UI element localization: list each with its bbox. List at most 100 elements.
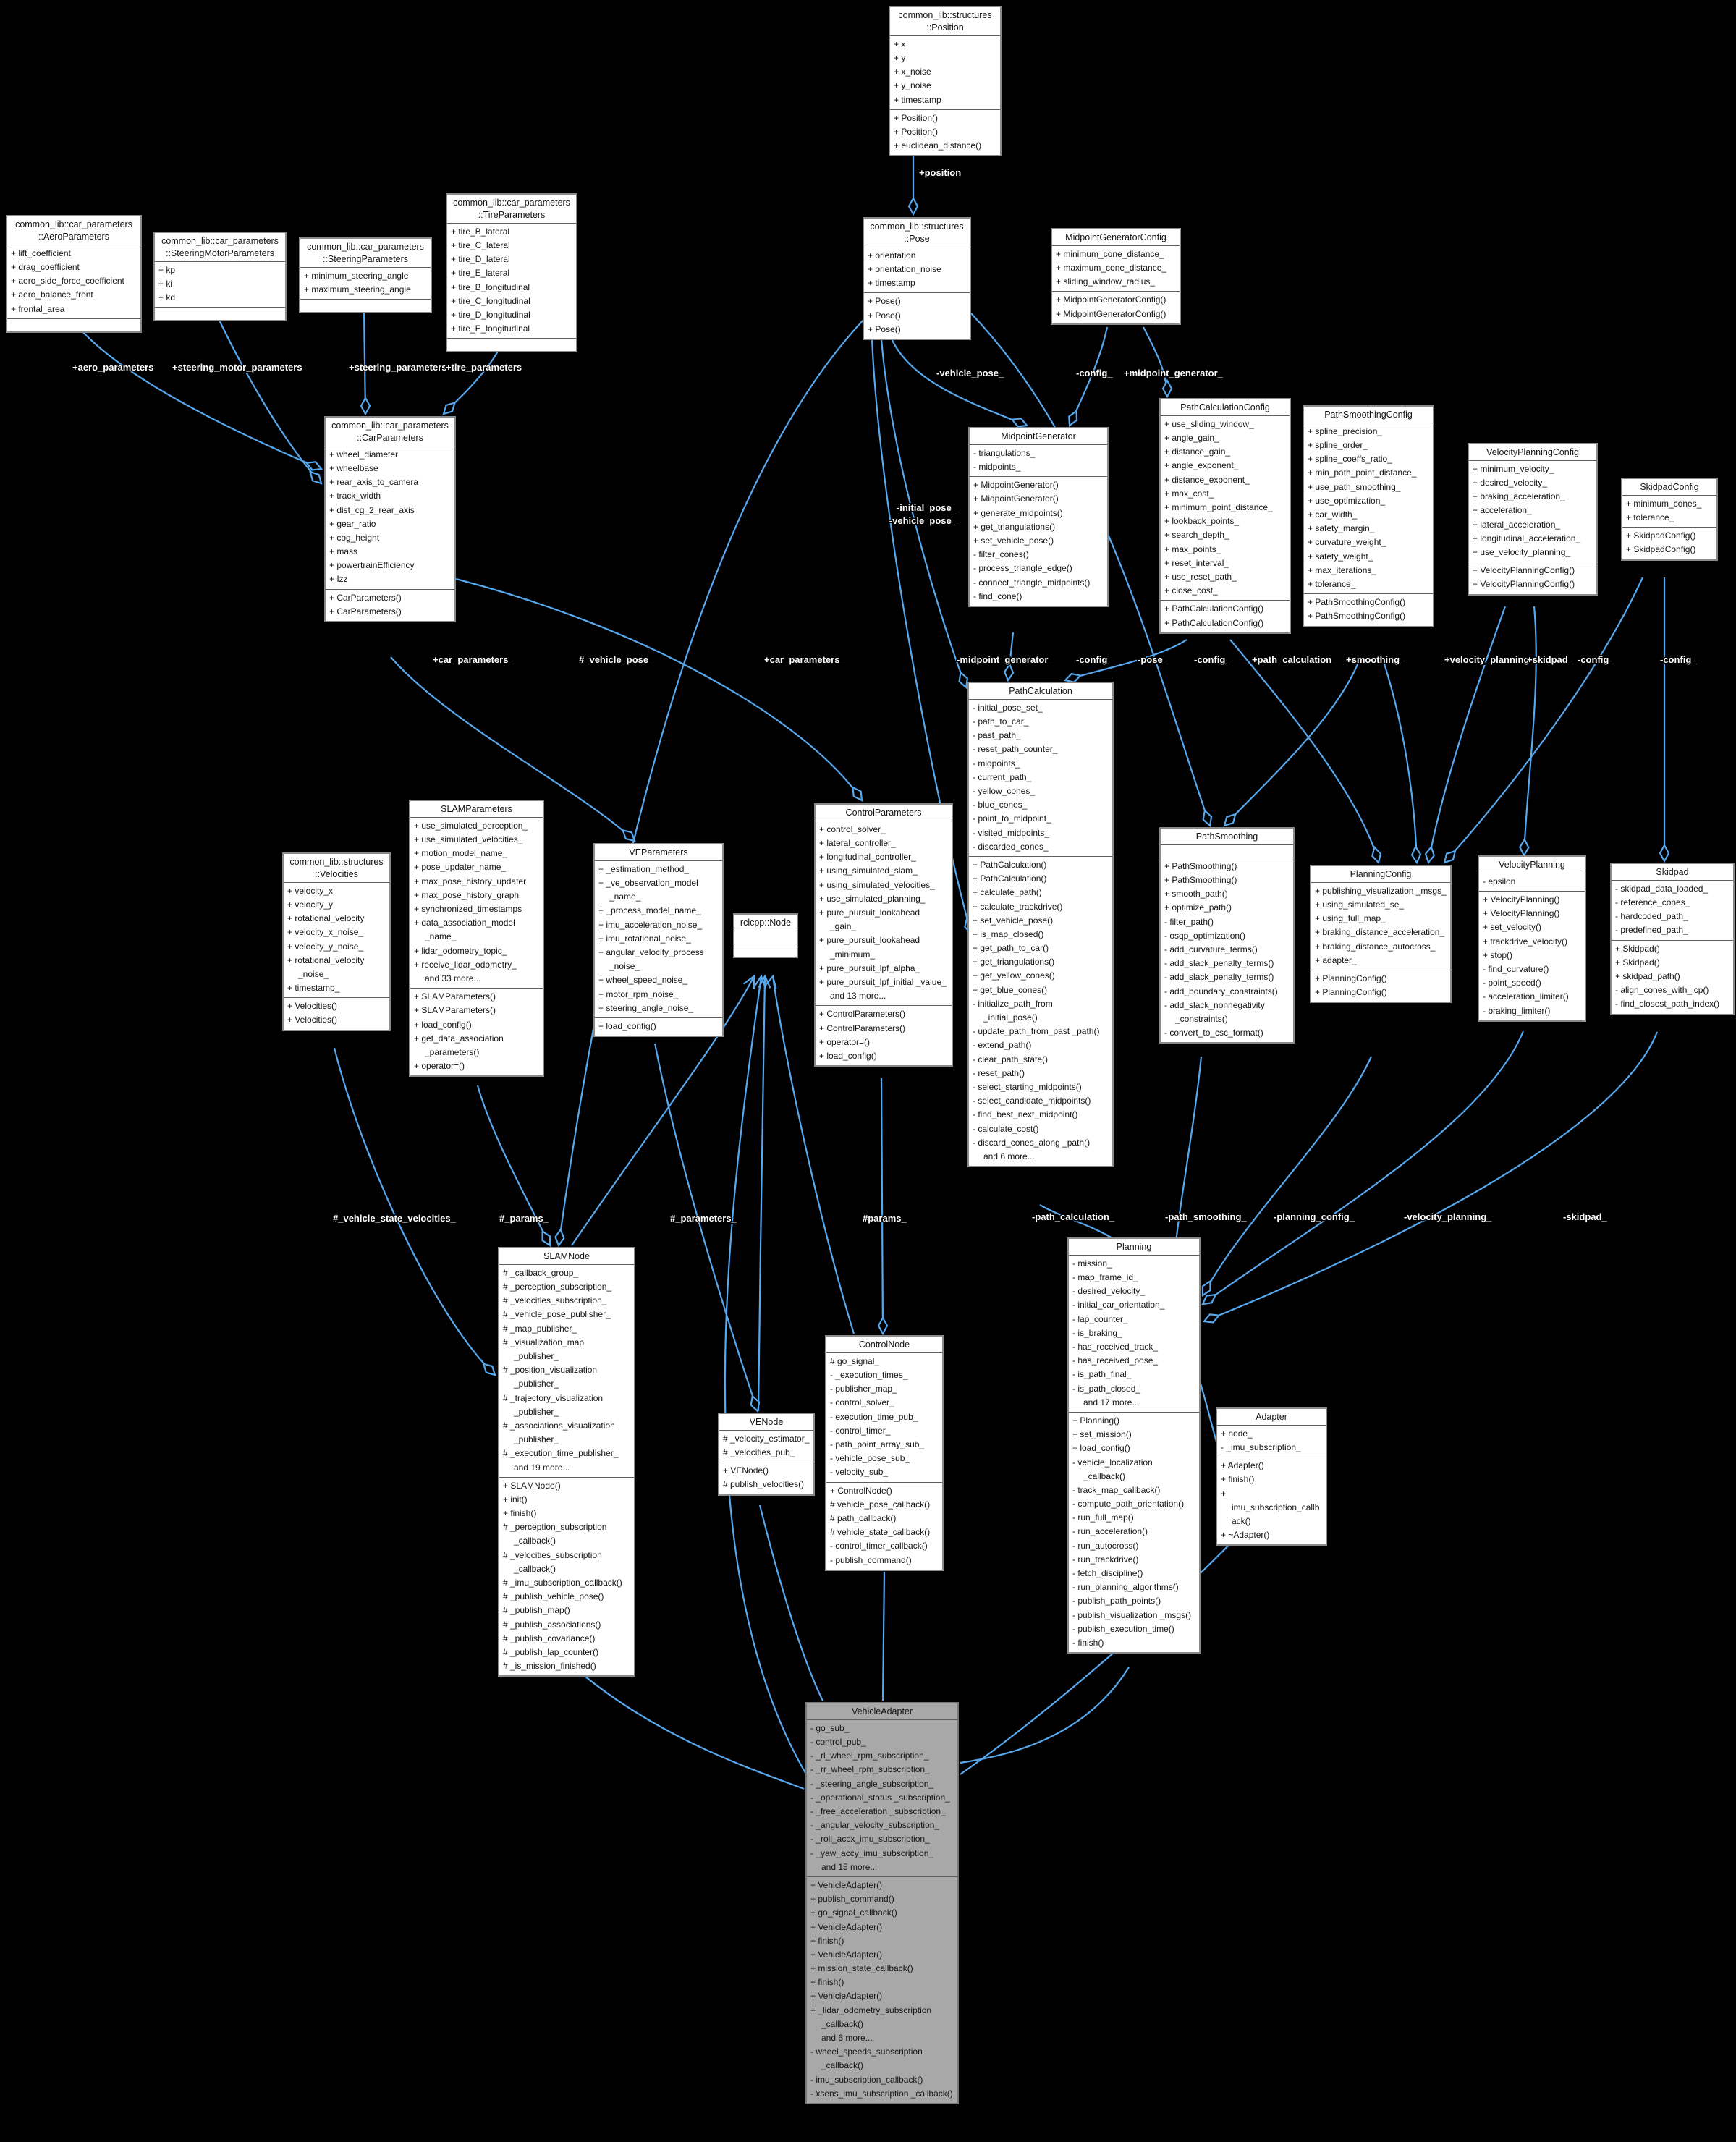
method: + PathSmoothingConfig() <box>1308 611 1406 622</box>
relationship-edge <box>476 1085 551 1246</box>
method: + PathSmoothing() <box>1164 875 1237 886</box>
attribute: + using_simulated_se_ <box>1315 899 1405 910</box>
attribute: # _visualization_map _publisher_ <box>503 1337 585 1361</box>
aggregation-diamond-icon <box>1202 1313 1221 1324</box>
method: + load_config() <box>1072 1443 1130 1454</box>
class-methods-compartment: + SLAMNode()+ init()+ finish()# _percept… <box>499 1476 634 1676</box>
method: - publish_visualization _msgs() <box>1072 1609 1192 1620</box>
attribute: + minimum_steering_angle <box>304 270 409 281</box>
class-methods-compartment: + VelocityPlanningConfig()+ VelocityPlan… <box>1469 562 1596 593</box>
edge-label: -midpoint_generator_ <box>957 654 1054 665</box>
attribute: + spline_coeffs_ratio_ <box>1308 454 1392 465</box>
method: - fetch_discipline() <box>1072 1568 1143 1578</box>
attribute: + timestamp_ <box>287 983 340 994</box>
class-attributes-compartment: + kp+ ki+ kd <box>155 262 285 308</box>
method: - run_full_map() <box>1072 1512 1134 1523</box>
attribute: - _steering_angle_subscription_ <box>810 1778 934 1789</box>
relationship-edge <box>970 312 1211 826</box>
edge-label: +car_parameters_ <box>433 654 514 665</box>
relationship-edge <box>871 338 973 934</box>
attribute: + timestamp <box>894 94 941 105</box>
attribute: - initial_car_orientation_ <box>1072 1300 1165 1311</box>
attribute: + safety_weight_ <box>1308 551 1373 562</box>
method: + PlanningConfig() <box>1315 973 1387 983</box>
aggregation-diamond-icon <box>1519 837 1530 858</box>
attribute: + x_noise <box>894 67 931 77</box>
method: - xsens_imu_subscription _callback() <box>810 2088 953 2099</box>
relationship-edge <box>1523 606 1537 856</box>
attribute: + x <box>894 38 906 49</box>
method: - point_speed() <box>1483 978 1541 989</box>
method: + calculate_trackdrive() <box>973 901 1063 912</box>
method: # path_callback() <box>830 1512 897 1523</box>
attribute: - blue_cones_ <box>973 800 1028 810</box>
method: + finish() <box>810 1977 844 1988</box>
class-ve-node: VENode# _velocity_estimator_# _velocitie… <box>718 1413 815 1496</box>
class-title: common_lib::car_parameters ::TireParamet… <box>447 195 576 224</box>
class-title: PathCalculation <box>969 683 1112 700</box>
relationship-edge <box>880 1078 884 1334</box>
attribute: - has_received_pose_ <box>1072 1355 1159 1366</box>
attribute: - predefined_path_ <box>1615 925 1688 936</box>
aggregation-diamond-icon <box>621 829 636 842</box>
method: # _imu_subscription_callback() <box>503 1578 622 1588</box>
edge-label: -skidpad_ <box>1563 1211 1607 1222</box>
attribute: + pure_pursuit_lpf_initial _value_ <box>819 976 947 987</box>
attribute: + powertrainEfficiency <box>329 560 415 571</box>
relationship-edge <box>960 1667 1130 1764</box>
method: - publish_path_points() <box>1072 1596 1161 1606</box>
class-methods-compartment: + MidpointGeneratorConfig()+ MidpointGen… <box>1052 291 1180 323</box>
attribute: + sliding_window_radius_ <box>1056 276 1156 287</box>
method: + calculate_path() <box>973 887 1042 898</box>
class-title: MidpointGeneratorConfig <box>1052 229 1180 246</box>
attribute: + max_points_ <box>1164 543 1221 554</box>
attribute: + use_optimization_ <box>1308 495 1386 506</box>
attribute: - _rl_wheel_rpm_subscription_ <box>810 1751 929 1761</box>
class-attributes-compartment: # _velocity_estimator_# _velocities_pub_ <box>719 1431 813 1462</box>
attribute: # _callback_group_ <box>503 1267 579 1278</box>
attribute: - triangulations_ <box>973 447 1036 458</box>
method: + Skidpad() <box>1615 957 1660 968</box>
method: - convert_to_csc_format() <box>1164 1028 1263 1038</box>
edge-label: -vehicle_pose_ <box>936 368 1004 378</box>
relationship-edge <box>333 1047 496 1376</box>
method: - osqp_optimization() <box>1164 930 1246 941</box>
attribute: - _rr_wheel_rpm_subscription_ <box>810 1764 930 1775</box>
method: + publish_command() <box>810 1894 894 1905</box>
class-path-smoothing: PathSmoothing+ PathSmoothing()+ PathSmoo… <box>1159 827 1295 1044</box>
class-methods-compartment: + SLAMParameters()+ SLAMParameters()+ lo… <box>410 988 543 1075</box>
class-car-parameters: common_lib::car_parameters ::CarParamete… <box>324 416 456 622</box>
attribute: - current_path_ <box>973 771 1032 782</box>
attribute: + max_iterations_ <box>1308 564 1377 575</box>
method: + init() <box>503 1494 528 1504</box>
method: # _publish_covariance() <box>503 1633 596 1643</box>
class-methods-compartment: + PlanningConfig()+ PlanningConfig() <box>1311 970 1450 1002</box>
attribute: + gear_ratio <box>329 518 376 529</box>
attribute: + steering_angle_noise_ <box>598 1002 694 1013</box>
edge-label: -path_smoothing_ <box>1165 1211 1247 1222</box>
aggregation-diamond-icon <box>1424 845 1436 865</box>
class-title: VENode <box>719 1414 813 1431</box>
aggregation-diamond-icon <box>1068 409 1078 428</box>
class-attributes-compartment: + lift_coefficient+ drag_coefficient+ ae… <box>7 245 140 318</box>
attribute: + spline_precision_ <box>1308 426 1383 436</box>
class-path-calculation: PathCalculation- initial_pose_set_- path… <box>967 682 1114 1168</box>
attribute: + using_simulated_velocities_ <box>819 879 935 890</box>
attribute: # _velocities_subscription_ <box>503 1295 607 1306</box>
method: + Position() <box>894 112 939 123</box>
attribute: + aero_balance_front <box>11 289 93 300</box>
method: - publish_execution_time() <box>1072 1623 1174 1634</box>
method: - align_cones_with_icp() <box>1615 985 1709 996</box>
class-title: PathCalculationConfig <box>1161 399 1290 416</box>
class-methods-compartment <box>7 318 140 331</box>
attribute: - hardcoded_path_ <box>1615 911 1688 922</box>
method: + get_blue_cones() <box>973 984 1048 995</box>
aggregation-diamond-icon <box>1443 850 1457 864</box>
aggregation-diamond-icon <box>1202 809 1213 828</box>
class-steering-parameters: common_lib::car_parameters ::SteeringPar… <box>299 237 432 314</box>
method: + Pose() <box>868 323 901 334</box>
attribute: + longitudinal_acceleration_ <box>1473 533 1581 543</box>
class-methods-compartment: + Adapter()+ finish()+ imu_subscription_… <box>1217 1457 1326 1544</box>
class-title: SLAMParameters <box>410 801 543 818</box>
attribute: - map_frame_id_ <box>1072 1272 1138 1283</box>
